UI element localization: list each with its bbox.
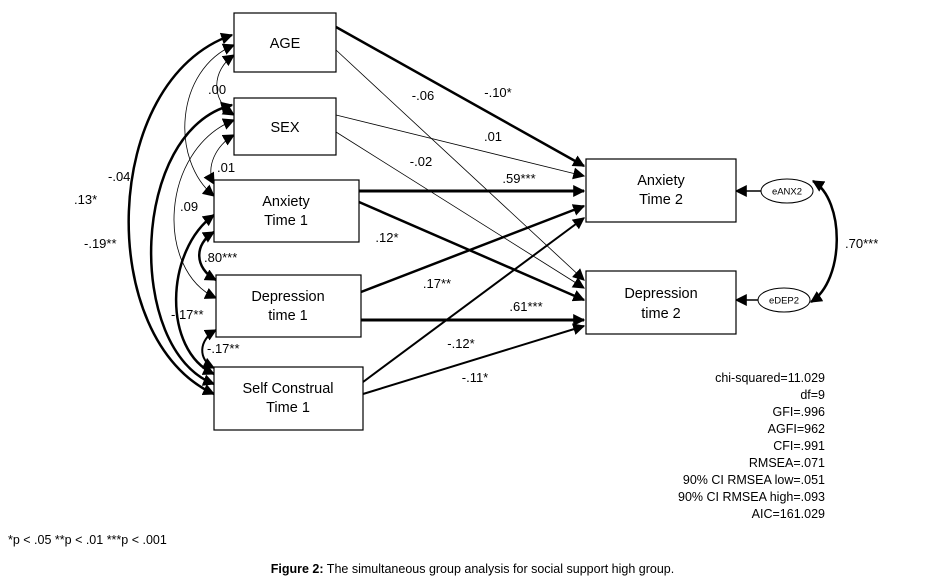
figure-caption-label: Figure 2:	[270, 562, 324, 576]
label-age-anx2: -.10*	[484, 85, 511, 100]
node-age-line-1: AGE	[270, 36, 301, 52]
label-anx1-dep2: .12*	[375, 230, 398, 245]
path-anx1-dep2	[358, 200, 586, 302]
label-corr-age-sex: .00	[208, 82, 226, 97]
corr-eanx2-edep2	[809, 179, 838, 304]
fit-statistics: chi-squared=11.029 df=9 GFI=.996 AGFI=96…	[678, 371, 825, 521]
fit-stat-cfi: CFI=.991	[773, 439, 825, 453]
fit-stat-agfi: AGFI=962	[768, 422, 825, 436]
figure-caption: Figure 2: The simultaneous group analysi…	[0, 562, 945, 576]
node-age: AGE	[233, 12, 337, 73]
label-corr-eanx2-edep2: .70***	[845, 236, 878, 251]
fit-stat-gfi: GFI=.996	[773, 405, 826, 419]
path-sex-dep2	[335, 131, 586, 289]
node-anx2-line-2: Time 2	[639, 192, 683, 208]
label-dep1-dep2: .61***	[509, 299, 542, 314]
label-corr-sex-anx1: .01	[217, 160, 235, 175]
path-sex-anx2	[335, 114, 586, 180]
node-self1-line-1: Self Construal	[242, 381, 333, 397]
corr-sex-self1	[149, 101, 234, 386]
fit-stat-df: df=9	[800, 388, 825, 402]
label-age-dep2: -.06	[412, 88, 434, 103]
fit-stat-rmsea-high: 90% CI RMSEA high=.093	[678, 490, 825, 504]
label-corr-anx1-dep1: .80***	[204, 250, 237, 265]
error-eanx2-label: eANX2	[772, 187, 802, 198]
label-corr-anx1-self1: -.17**	[171, 307, 204, 322]
label-corr-age-self1: .13*	[74, 192, 97, 207]
corr-sex-dep1	[173, 118, 236, 299]
path-self1-dep2	[362, 323, 586, 395]
node-dep1-line-2: time 1	[268, 308, 308, 324]
label-anx1-anx2: .59***	[502, 171, 535, 186]
label-self1-dep2: -.11*	[462, 370, 489, 385]
fit-stat-rmsea: RMSEA=.071	[749, 456, 825, 470]
error-eanx2: eANX2	[760, 178, 814, 204]
path-self1-anx2	[362, 217, 585, 383]
label-sex-anx2: .01	[484, 129, 502, 144]
label-self1-anx2: -.12*	[447, 336, 474, 351]
fit-stat-aic: AIC=161.029	[752, 507, 825, 521]
error-edep2-label: eDEP2	[769, 296, 799, 307]
label-sex-dep2: -.02	[410, 154, 432, 169]
node-dep1: Depression time 1	[215, 274, 362, 338]
label-corr-sex-self1: -.19**	[84, 236, 117, 251]
node-self1-line-2: Time 1	[266, 400, 310, 416]
figure-caption-text: The simultaneous group analysis for soci…	[323, 562, 675, 576]
fit-stat-chi-squared: chi-squared=11.029	[715, 371, 825, 385]
node-dep1-line-1: Depression	[251, 289, 324, 305]
significance-footnote: *p < .05 **p < .01 ***p < .001	[8, 533, 167, 547]
node-dep2: Depression time 2	[585, 270, 737, 335]
label-dep1-anx2: .17**	[423, 276, 451, 291]
node-self1: Self Construal Time 1	[213, 366, 364, 431]
node-sex-line-1: SEX	[270, 120, 299, 136]
path-age-anx2	[335, 25, 586, 168]
fit-stat-rmsea-low: 90% CI RMSEA low=.051	[683, 473, 825, 487]
corr-age-self1	[127, 32, 234, 396]
node-dep2-line-2: time 2	[641, 306, 681, 322]
node-sex: SEX	[233, 97, 337, 156]
node-anx1: Anxiety Time 1	[213, 179, 360, 243]
node-anx2: Anxiety Time 2	[585, 158, 737, 223]
path-dep1-anx2	[360, 204, 586, 294]
path-age-dep2	[335, 49, 585, 281]
label-corr-dep1-self1: -.17**	[207, 341, 240, 356]
node-dep2-line-1: Depression	[624, 286, 697, 302]
corr-anx1-self1	[174, 213, 216, 376]
error-edep2: eDEP2	[757, 287, 811, 313]
corr-dep1-self1	[201, 329, 218, 369]
node-anx2-line-1: Anxiety	[637, 173, 685, 189]
label-corr-age-anx1: -.04	[108, 169, 130, 184]
node-anx1-line-1: Anxiety	[262, 194, 310, 210]
label-corr-sex-dep1: .09	[180, 199, 198, 214]
node-anx1-line-2: Time 1	[264, 213, 308, 229]
